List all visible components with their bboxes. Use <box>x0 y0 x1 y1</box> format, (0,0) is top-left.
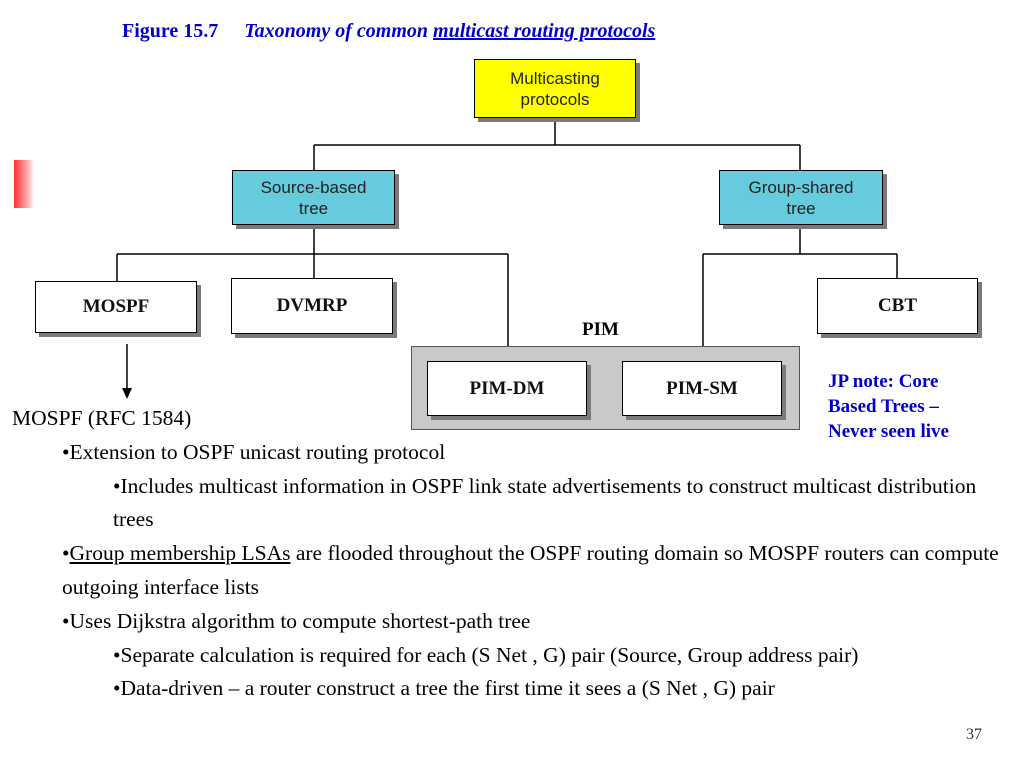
node-pim-dm: PIM-DM <box>427 361 587 416</box>
bullet-dijkstra: •Uses Dijkstra algorithm to compute shor… <box>62 608 531 633</box>
bullet-extension: •Extension to OSPF unicast routing proto… <box>62 439 446 464</box>
bullet-glyph: • <box>62 541 70 566</box>
figure-caption: Figure 15.7 Taxonomy of common multicast … <box>122 20 655 43</box>
slide-body: MOSPF (RFC 1584) •Extension to OSPF unic… <box>12 402 1022 706</box>
group-membership-lsas-link[interactable]: Group membership LSAs <box>69 541 291 566</box>
jp-note: JP note: Core Based Trees – Never seen l… <box>828 369 1008 444</box>
node-cbt-label: CBT <box>877 295 918 316</box>
node-dvmrp-label: DVMRP <box>276 295 348 316</box>
body-heading: MOSPF (RFC 1584) <box>12 406 192 430</box>
figure-number: Figure 15.7 <box>122 20 219 42</box>
node-source-line2: tree <box>298 198 329 218</box>
figure-title-text: Taxonomy of common <box>244 20 434 42</box>
node-source-line1: Source-based <box>260 177 367 197</box>
node-dvmrp: DVMRP <box>231 278 393 334</box>
subbullet-data-driven: •Data-driven – a router construct a tree… <box>113 676 775 701</box>
node-pim-dm-label: PIM-DM <box>469 377 545 399</box>
node-mospf: MOSPF <box>35 281 197 333</box>
jp-note-line2: Based Trees – <box>828 396 939 417</box>
figure-title: Taxonomy of common multicast routing pro… <box>244 20 655 42</box>
node-mospf-label: MOSPF <box>82 296 150 317</box>
page-number: 37 <box>966 726 982 743</box>
subbullet-separate-calculation: •Separate calculation is required for ea… <box>113 642 859 667</box>
node-root-line1: Multicasting <box>510 68 600 88</box>
pim-group-label: PIM <box>582 319 619 340</box>
jp-note-line1: JP note: Core <box>828 371 939 392</box>
subbullet-includes: •Includes multicast information in OSPF … <box>113 473 977 532</box>
bullet-group-membership: •Group membership LSAs are flooded throu… <box>12 537 1022 605</box>
node-group-line2: tree <box>786 198 816 218</box>
node-pim-sm-label: PIM-SM <box>666 377 738 399</box>
node-root-line2: protocols <box>520 89 590 109</box>
node-group-line1: Group-shared <box>748 177 854 197</box>
jp-note-line3: Never seen live <box>828 421 949 442</box>
node-pim-sm: PIM-SM <box>622 361 782 416</box>
decorative-red-bar <box>14 160 34 208</box>
node-cbt: CBT <box>817 278 978 334</box>
mospf-arrow-head <box>122 388 132 399</box>
figure-title-underlined: multicast routing protocols <box>433 20 656 42</box>
bullet-group-membership-text: are flooded throughout the OSPF routing … <box>62 541 999 599</box>
